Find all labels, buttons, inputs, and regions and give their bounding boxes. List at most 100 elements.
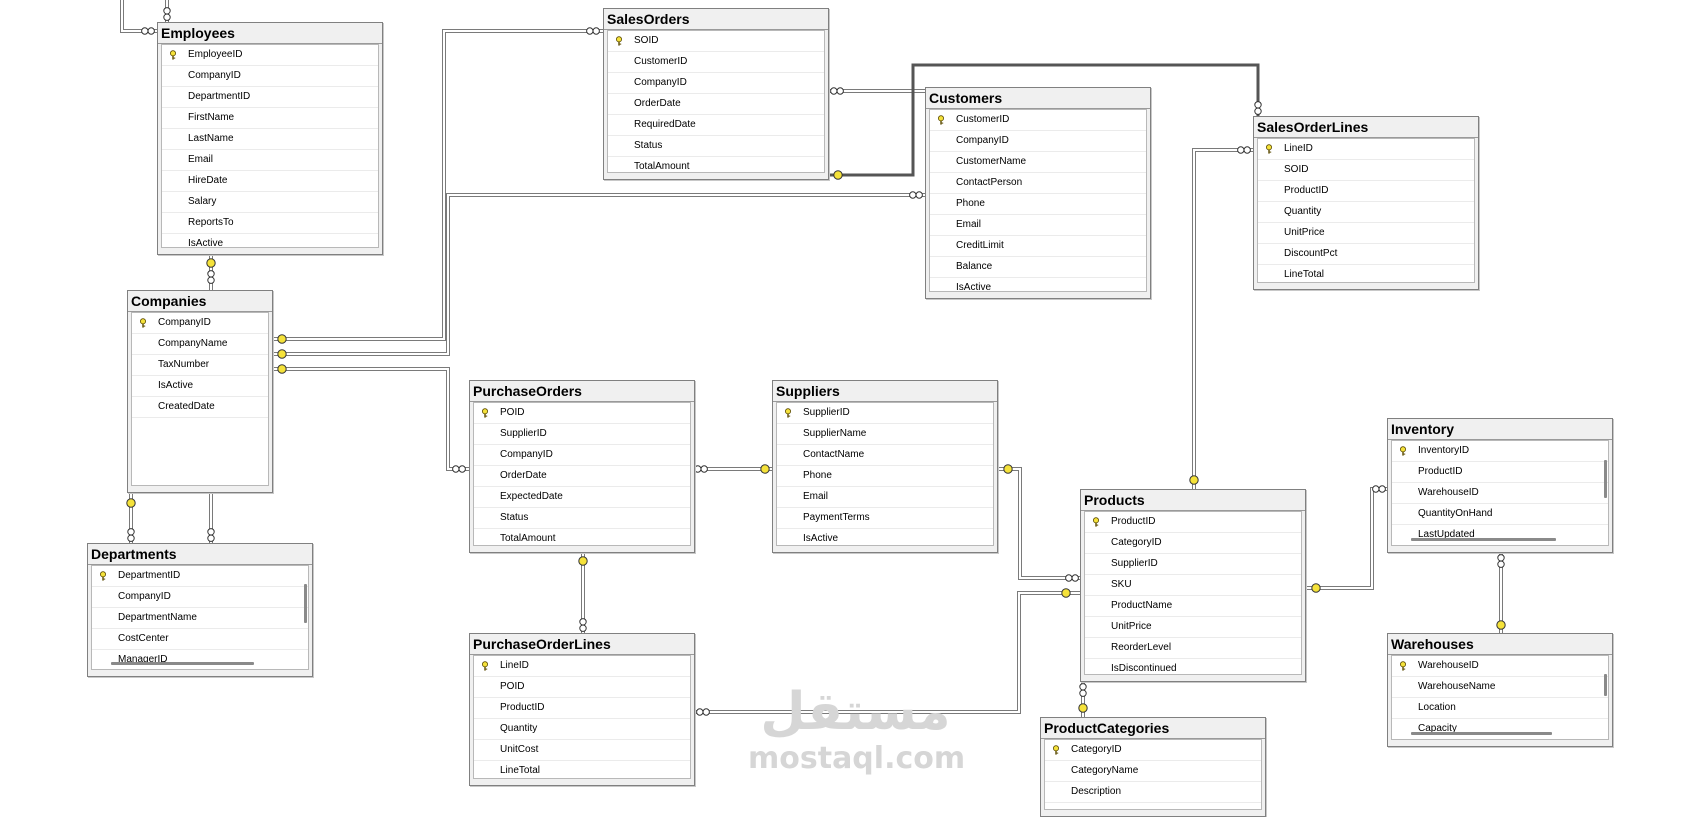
column-row[interactable]: TaxNumber <box>132 355 268 376</box>
column-row[interactable]: CustomerID <box>608 52 824 73</box>
column-row[interactable]: Status <box>474 508 690 529</box>
column-row[interactable]: ManagerID <box>92 650 308 669</box>
column-row[interactable]: SOID <box>608 31 824 52</box>
column-row[interactable]: LineTotal <box>1258 265 1474 282</box>
column-row[interactable]: IsActive <box>777 529 993 545</box>
column-row[interactable]: CategoryID <box>1085 533 1301 554</box>
suppliers-products-link[interactable] <box>998 467 1080 580</box>
column-row[interactable]: EmployeeID <box>162 45 378 66</box>
column-row[interactable]: CompanyID <box>92 587 308 608</box>
column-row[interactable]: CompanyID <box>132 313 268 334</box>
column-row[interactable]: DepartmentID <box>162 87 378 108</box>
column-row[interactable]: SOID <box>1258 160 1474 181</box>
table-title[interactable]: Suppliers <box>773 381 997 402</box>
products-salesorderlines-link[interactable] <box>1192 148 1253 489</box>
horizontal-scrollbar[interactable] <box>1411 732 1552 735</box>
column-row[interactable]: UnitPrice <box>1258 223 1474 244</box>
column-row[interactable]: UnitCost <box>474 740 690 761</box>
column-row[interactable]: LineID <box>1258 139 1474 160</box>
column-row[interactable]: FirstName <box>162 108 378 129</box>
table-title[interactable]: Companies <box>128 291 272 312</box>
vertical-scrollbar[interactable] <box>1604 460 1607 498</box>
column-row[interactable]: Email <box>777 487 993 508</box>
column-row[interactable]: CompanyID <box>608 73 824 94</box>
table-title[interactable]: PurchaseOrders <box>470 381 694 402</box>
column-row[interactable]: Status <box>608 136 824 157</box>
table-title[interactable]: SalesOrders <box>604 9 828 30</box>
column-row[interactable]: DepartmentID <box>92 566 308 587</box>
column-row[interactable]: CreatedDate <box>132 397 268 418</box>
column-row[interactable]: PaymentTerms <box>777 508 993 529</box>
column-row[interactable]: Location <box>1392 698 1608 719</box>
employees-reportsto-link[interactable] <box>120 0 157 33</box>
table-title[interactable]: ProductCategories <box>1041 718 1265 739</box>
column-row[interactable]: SupplierID <box>777 403 993 424</box>
column-row[interactable]: CustomerName <box>930 152 1146 173</box>
table-title[interactable]: Products <box>1081 490 1305 511</box>
column-row[interactable]: DiscountPct <box>1258 244 1474 265</box>
table-title[interactable]: Warehouses <box>1388 634 1612 655</box>
column-row[interactable]: Balance <box>930 257 1146 278</box>
table-title[interactable]: PurchaseOrderLines <box>470 634 694 655</box>
column-row[interactable]: SupplierID <box>1085 554 1301 575</box>
column-row[interactable]: ContactPerson <box>930 173 1146 194</box>
column-row[interactable]: SupplierID <box>474 424 690 445</box>
column-row[interactable]: Quantity <box>474 719 690 740</box>
column-row[interactable]: DepartmentName <box>92 608 308 629</box>
column-row[interactable]: CategoryName <box>1045 761 1261 782</box>
column-row[interactable]: ProductID <box>474 698 690 719</box>
column-row[interactable]: SKU <box>1085 575 1301 596</box>
column-row[interactable]: WarehouseID <box>1392 483 1608 504</box>
column-row[interactable]: OrderDate <box>474 466 690 487</box>
table-title[interactable]: Customers <box>926 88 1150 109</box>
column-row[interactable]: LineTotal <box>474 761 690 778</box>
column-row[interactable]: ProductName <box>1085 596 1301 617</box>
column-row[interactable]: CompanyID <box>162 66 378 87</box>
column-row[interactable]: IsActive <box>132 376 268 397</box>
column-row[interactable]: RequiredDate <box>608 115 824 136</box>
column-row[interactable]: CompanyID <box>930 131 1146 152</box>
column-row[interactable]: Description <box>1045 782 1261 803</box>
vertical-scrollbar[interactable] <box>304 584 307 623</box>
column-row[interactable]: ReorderLevel <box>1085 638 1301 659</box>
column-row[interactable]: UnitPrice <box>1085 617 1301 638</box>
column-row[interactable]: WarehouseID <box>1392 656 1608 677</box>
column-row[interactable]: ExpectedDate <box>474 487 690 508</box>
column-row[interactable]: ProductID <box>1085 512 1301 533</box>
column-row[interactable]: Phone <box>930 194 1146 215</box>
table-title[interactable]: Employees <box>158 23 382 44</box>
vertical-scrollbar[interactable] <box>1604 674 1607 696</box>
column-row[interactable]: LastName <box>162 129 378 150</box>
column-row[interactable]: CostCenter <box>92 629 308 650</box>
horizontal-scrollbar[interactable] <box>1411 538 1556 541</box>
column-row[interactable]: POID <box>474 677 690 698</box>
table-title[interactable]: Departments <box>88 544 312 565</box>
column-row[interactable]: CompanyName <box>132 334 268 355</box>
column-row[interactable]: QuantityOnHand <box>1392 504 1608 525</box>
column-row[interactable]: Phone <box>777 466 993 487</box>
column-row[interactable]: POID <box>474 403 690 424</box>
column-row[interactable]: InventoryID <box>1392 441 1608 462</box>
column-row[interactable]: Capacity <box>1392 719 1608 739</box>
column-row[interactable]: CompanyID <box>474 445 690 466</box>
column-row[interactable]: CreditLimit <box>930 236 1146 257</box>
